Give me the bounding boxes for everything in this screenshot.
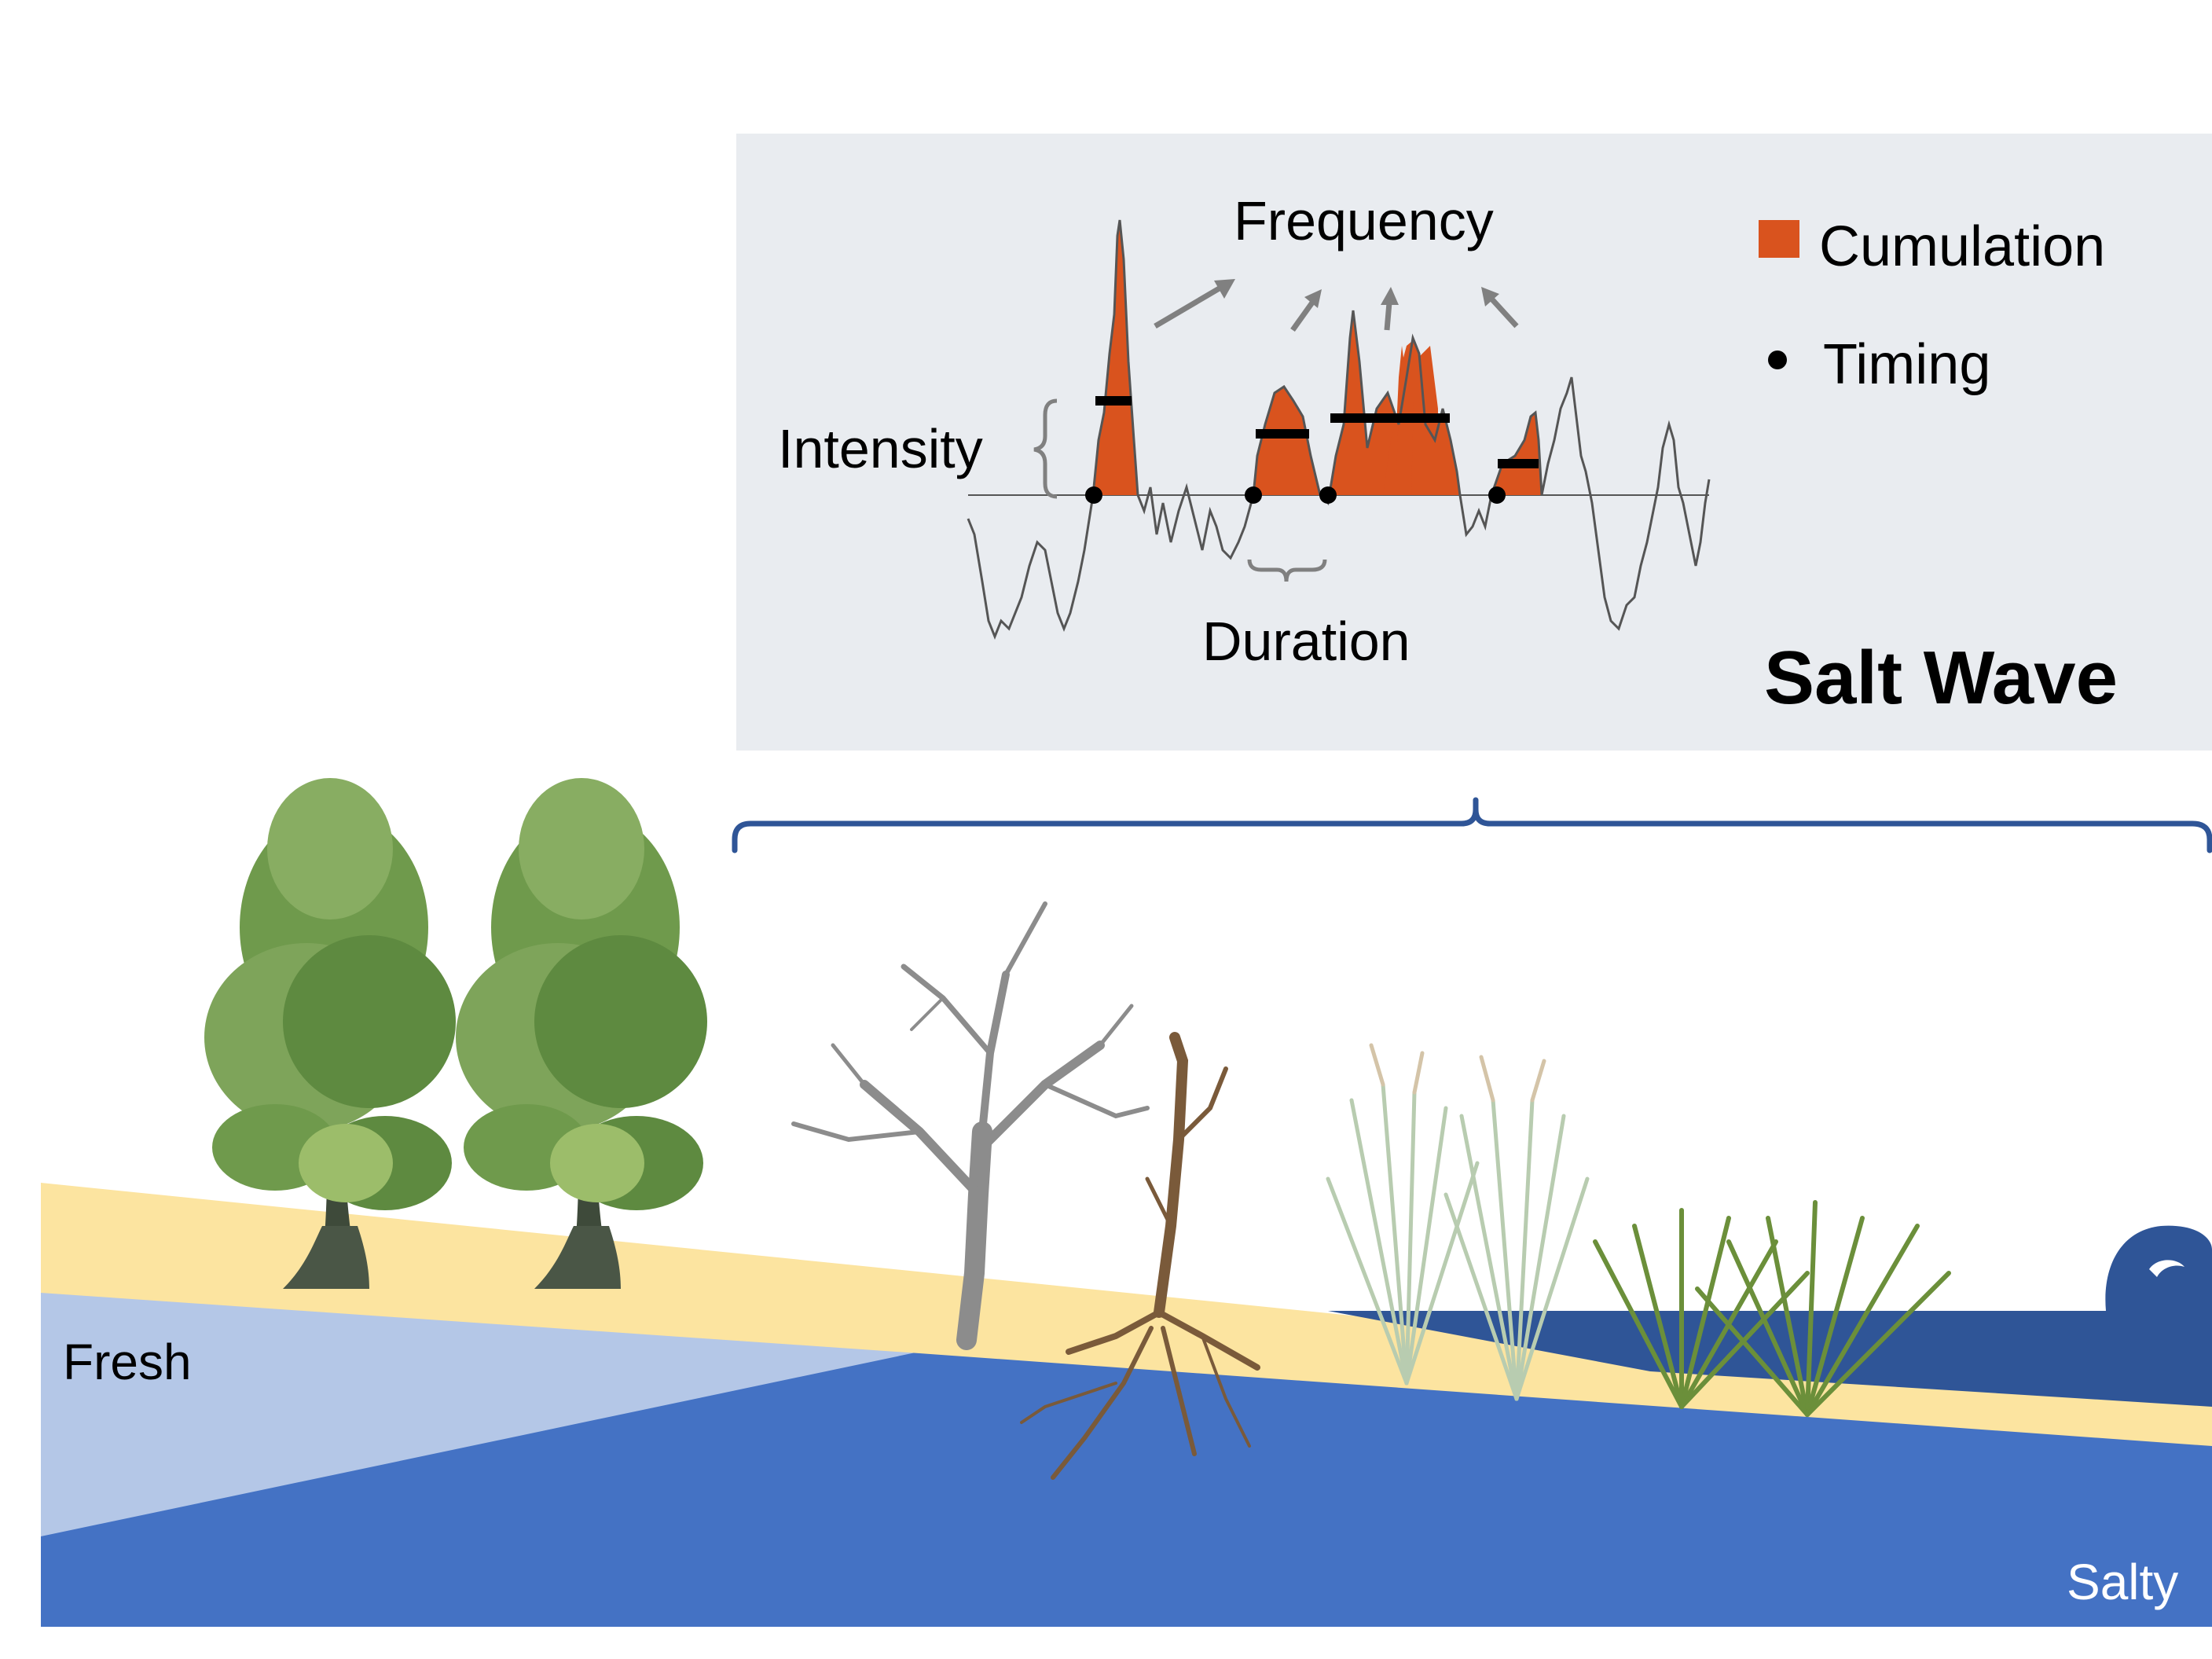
fresh-label: Fresh	[63, 1334, 192, 1390]
intensity-brace	[1033, 398, 1058, 499]
cypress-tree	[204, 778, 456, 1289]
cumulation-swatch	[1759, 220, 1799, 258]
tall-grass	[1326, 1043, 1590, 1401]
panel-background	[736, 134, 2212, 751]
dead-tree	[791, 901, 1150, 1350]
frequency-label: Frequency	[1234, 190, 1494, 251]
duration-label: Duration	[1202, 611, 1410, 672]
duration-brace	[1247, 559, 1327, 582]
salt-wedge	[41, 1352, 2212, 1627]
salt-wave-title: Salt Wave	[1764, 636, 2118, 720]
intensity-label: Intensity	[778, 418, 983, 479]
legend: Cumulation Timing	[1759, 215, 2105, 396]
ocean-surface	[1328, 1311, 2212, 1407]
salt-wave-panel: Frequency Intensity Duration Salt Wave C…	[736, 134, 2212, 751]
frequency-arrows	[1154, 279, 1519, 332]
marsh-grass	[1593, 1200, 1951, 1417]
snag-with-roots	[1020, 1032, 1260, 1480]
bracket-brace	[732, 797, 2212, 853]
salinity-signal-line	[967, 219, 1711, 640]
cypress-tree	[456, 778, 707, 1289]
landscape	[41, 1183, 2212, 1627]
timing-legend-dot	[1768, 351, 1787, 369]
salty-label: Salty	[2067, 1554, 2178, 1610]
wave-crest	[2149, 1260, 2184, 1277]
legend-timing-label: Timing	[1823, 333, 1990, 396]
intensity-bars	[1095, 396, 1539, 468]
fresh-water-layer	[41, 1289, 919, 1536]
legend-cumulation-label: Cumulation	[1819, 215, 2105, 278]
timing-dots	[1085, 486, 1506, 504]
